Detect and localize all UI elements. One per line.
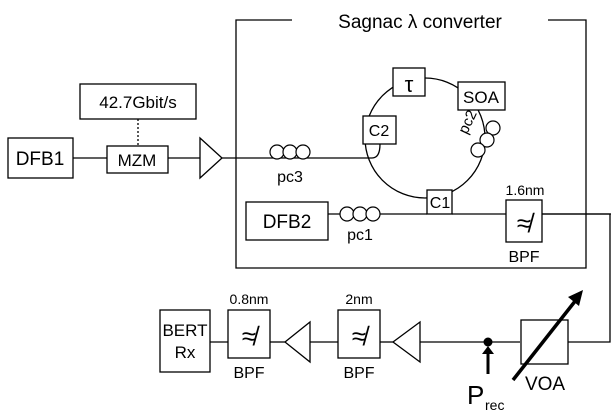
svg-text:C1: C1 [430, 195, 451, 212]
svg-text:BPF: BPF [233, 365, 264, 382]
svg-text:2nm: 2nm [345, 291, 372, 307]
svg-text:pc3: pc3 [277, 169, 303, 186]
svg-text:42.7Gbit/s: 42.7Gbit/s [99, 93, 177, 112]
svg-text:≉: ≉ [352, 321, 370, 351]
fiber-paths [73, 77, 611, 343]
svg-text:0.8nm: 0.8nm [230, 291, 269, 307]
svg-text:BPF: BPF [343, 365, 374, 382]
bpf-rx-2nm: 2nm ≉ BPF [337, 291, 381, 382]
rx-amplifier-1 [283, 320, 311, 364]
svg-text:Rx: Rx [175, 343, 196, 362]
bpf-rx-0-8nm: 0.8nm ≉ BPF [227, 291, 271, 382]
dfb1-laser: DFB1 [7, 137, 74, 179]
svg-text:BPF: BPF [508, 249, 539, 266]
delay-tau: τ [392, 67, 426, 97]
svg-text:≉: ≉ [517, 208, 535, 238]
voa-attenuator: VOA [511, 290, 583, 395]
svg-text:1.6nm: 1.6nm [506, 182, 545, 198]
soa: SOA [457, 81, 506, 111]
received-power-tap: P rec [467, 337, 504, 413]
svg-text:VOA: VOA [525, 374, 565, 395]
converter-title: Sagnac λ converter [338, 12, 502, 33]
svg-text:MZM: MZM [118, 151, 157, 170]
svg-text:pc2: pc2 [455, 108, 481, 137]
svg-text:P: P [467, 380, 484, 410]
pc3-controller: pc3 [269, 144, 311, 186]
svg-text:pc1: pc1 [347, 227, 373, 244]
svg-text:rec: rec [485, 397, 504, 413]
pc2-controller: pc2 [455, 108, 501, 158]
svg-text:BERT: BERT [162, 321, 207, 340]
bpf-sagnac: 1.6nm ≉ BPF [505, 182, 545, 266]
svg-text:τ: τ [405, 72, 414, 97]
svg-text:DFB2: DFB2 [263, 212, 312, 233]
coupler-c2: C2 [362, 115, 397, 145]
pc1-controller: pc1 [339, 206, 381, 244]
input-amplifier [199, 136, 223, 180]
coupler-c1: C1 [426, 189, 453, 215]
svg-text:≉: ≉ [242, 321, 260, 351]
sagnac-converter-box: Sagnac λ converter [235, 12, 587, 269]
svg-text:C2: C2 [369, 123, 390, 140]
svg-text:SOA: SOA [463, 88, 500, 107]
svg-text:DFB1: DFB1 [16, 149, 65, 170]
data-source: 42.7Gbit/s [79, 83, 197, 120]
mzm-modulator: MZM [106, 145, 169, 174]
rx-amplifier-2 [391, 320, 421, 364]
dfb2-laser: DFB2 [245, 201, 329, 241]
bert-receiver: BERT Rx [159, 309, 211, 373]
